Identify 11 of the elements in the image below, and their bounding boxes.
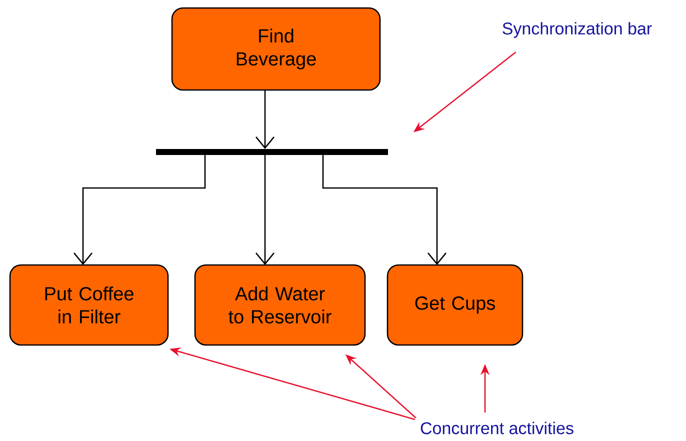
arrow [74, 155, 206, 265]
arrow [256, 155, 274, 265]
arrow [256, 90, 274, 149]
arrow [322, 155, 446, 265]
annotation-text: Concurrent activities [420, 422, 574, 434]
activity-box: Put Coffee in Filter [9, 264, 169, 346]
activity-box: Find Beverage [171, 7, 381, 91]
activity-box: Add Water to Reservoir [194, 264, 366, 346]
synchronization-bar [156, 149, 388, 155]
annotation-text: Synchronization bar [502, 22, 652, 38]
activity-box: Get Cups [386, 264, 524, 346]
